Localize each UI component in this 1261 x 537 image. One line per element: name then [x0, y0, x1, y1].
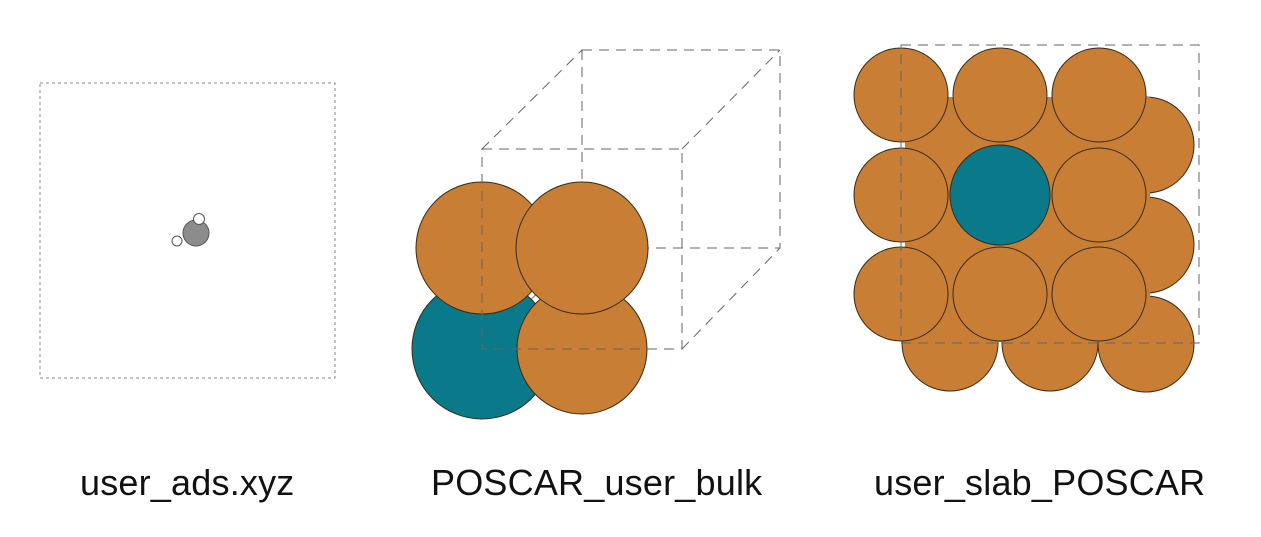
bulk-cell-edge: [681, 247, 781, 350]
ads-cell-box: [39, 82, 336, 379]
metal-atom: [1051, 47, 1147, 143]
slab-caption: user_slab_POSCAR: [874, 462, 1206, 503]
bulk-cell-edge: [481, 49, 583, 150]
bulk-caption: POSCAR_user_bulk: [431, 462, 763, 503]
slab-cell-box: [900, 44, 1200, 344]
hydrogen-atom: [193, 213, 205, 225]
bulk-cell-edge: [681, 49, 781, 150]
metal-atom: [952, 246, 1048, 342]
dopant-atom: [949, 144, 1051, 246]
metal-atom: [1051, 246, 1147, 342]
bulk-cell-front-face: [481, 148, 683, 350]
bulk-cell-back-face: [581, 49, 781, 249]
hydrogen-atom: [171, 235, 183, 247]
metal-atom: [1051, 147, 1147, 243]
metal-atom: [515, 181, 649, 315]
slab-top-layer: [853, 47, 1147, 342]
slab-structure-view: [853, 44, 1200, 393]
metal-atom: [952, 47, 1048, 143]
slab-lower-layer: [901, 96, 1195, 393]
bulk-structure-view: [411, 49, 781, 420]
ads-caption: user_ads.xyz: [80, 462, 295, 503]
ads-structure-view: [39, 82, 336, 379]
